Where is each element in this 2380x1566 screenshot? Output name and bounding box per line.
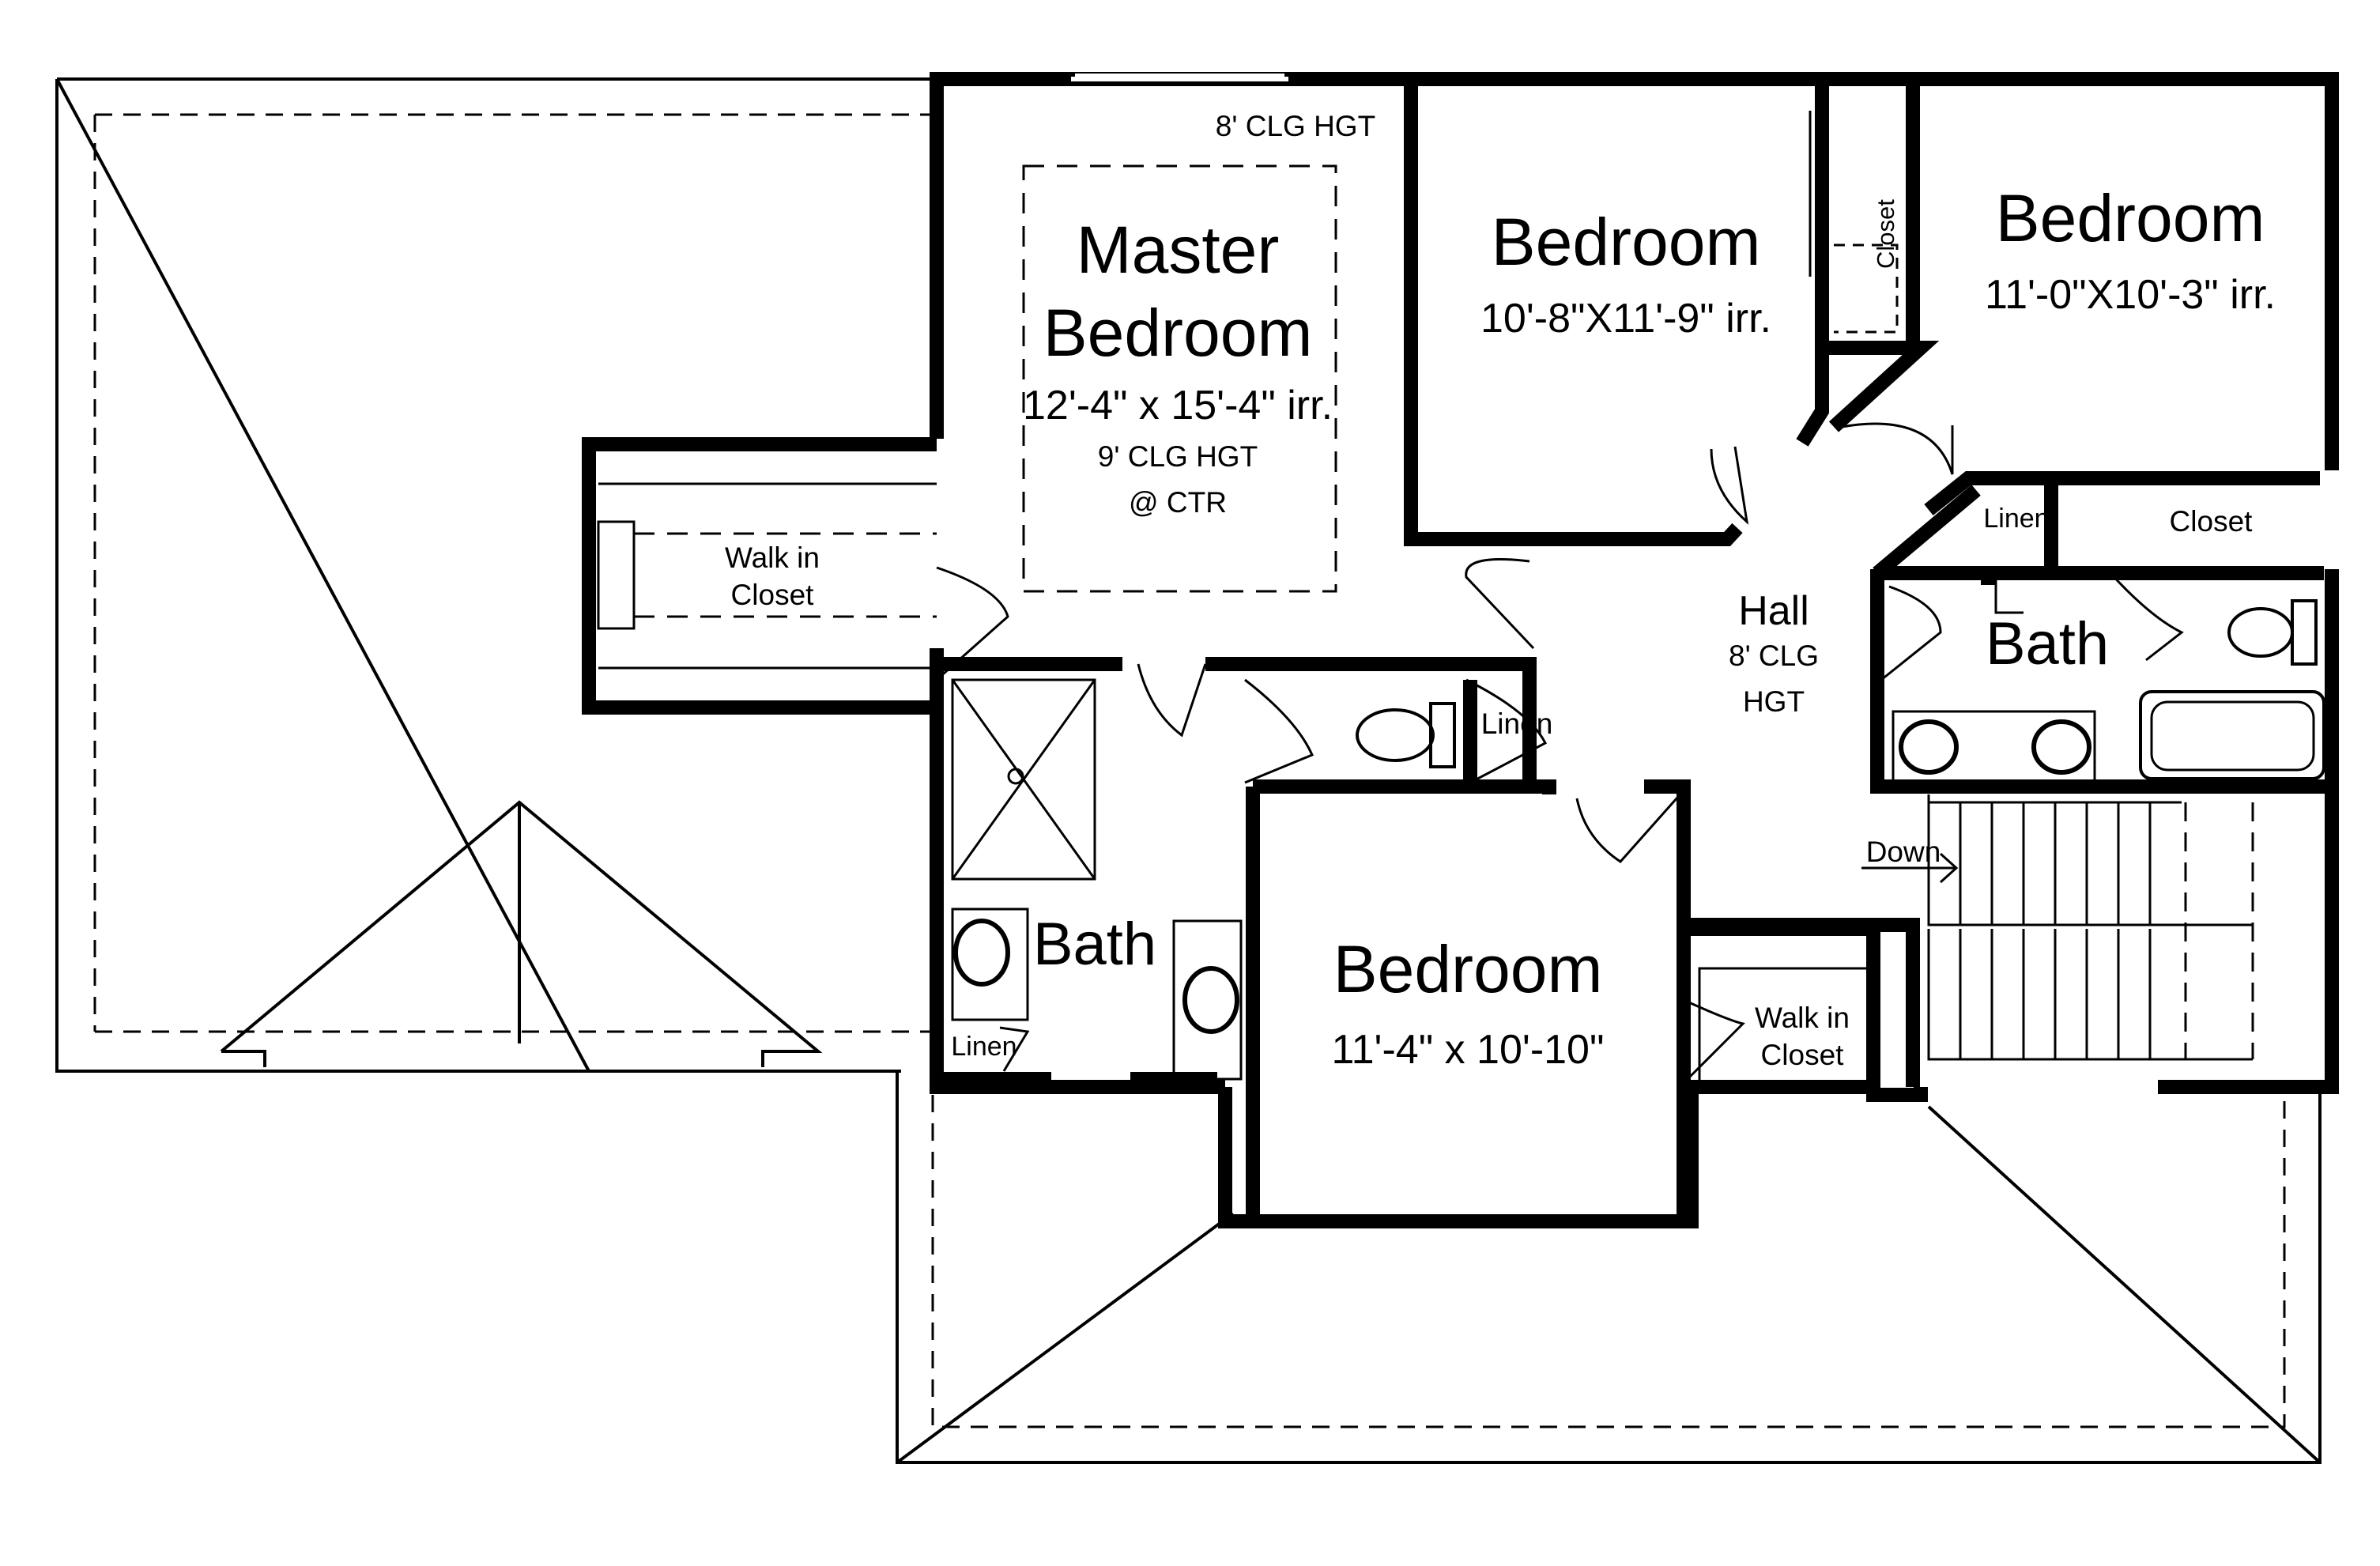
linen-right-label: Linen: [1983, 504, 2049, 534]
linen-mid-label: Linen: [1481, 708, 1553, 740]
walk-in-closet-left-line1: Walk in: [725, 541, 820, 574]
bath-right-label: Bath: [1986, 610, 2109, 677]
roof-outline: [55, 77, 2322, 1464]
bedroom-4-size: 11'-4" x 10'-10": [1332, 1027, 1605, 1073]
hall-ceiling-label-line1: 8' CLG: [1729, 640, 1819, 672]
fixtures: [597, 74, 2325, 1089]
master-ceiling-label-line2: @ CTR: [1129, 486, 1227, 519]
hall-title: Hall: [1738, 588, 1809, 634]
hall-ceiling-label-line2: HGT: [1743, 685, 1805, 718]
walk-in-closet-right-line2: Closet: [1761, 1039, 1845, 1071]
bedroom-4-title: Bedroom: [1333, 932, 1603, 1006]
master-bedroom-size: 12'-4" x 15'-4" irr.: [1023, 383, 1333, 428]
master-top-ceiling-label: 8' CLG HGT: [1216, 110, 1375, 142]
bath-left-label: Bath: [1033, 911, 1156, 978]
closet-right-label: Closet: [2170, 505, 2254, 538]
stairs-down-label: Down: [1866, 836, 1941, 868]
bedroom-2-title: Bedroom: [1492, 205, 1761, 279]
closet-vertical-label: Closet: [1872, 199, 1899, 269]
master-bedroom-title-line2: Bedroom: [1043, 296, 1313, 370]
bedroom-3-title: Bedroom: [1996, 181, 2265, 255]
walk-in-closet-right-line1: Walk in: [1755, 1002, 1850, 1034]
bedroom-2-size: 10'-8"X11'-9" irr.: [1480, 296, 1771, 342]
bedroom-3-size: 11'-0"X10'-3" irr.: [1985, 272, 2276, 318]
master-ceiling-label-line1: 9' CLG HGT: [1098, 440, 1258, 473]
master-bedroom-title-line1: Master: [1077, 213, 1280, 287]
walk-in-closet-left-line2: Closet: [731, 579, 815, 611]
walls: [582, 72, 2339, 1228]
linen-left-label: Linen: [951, 1032, 1016, 1062]
